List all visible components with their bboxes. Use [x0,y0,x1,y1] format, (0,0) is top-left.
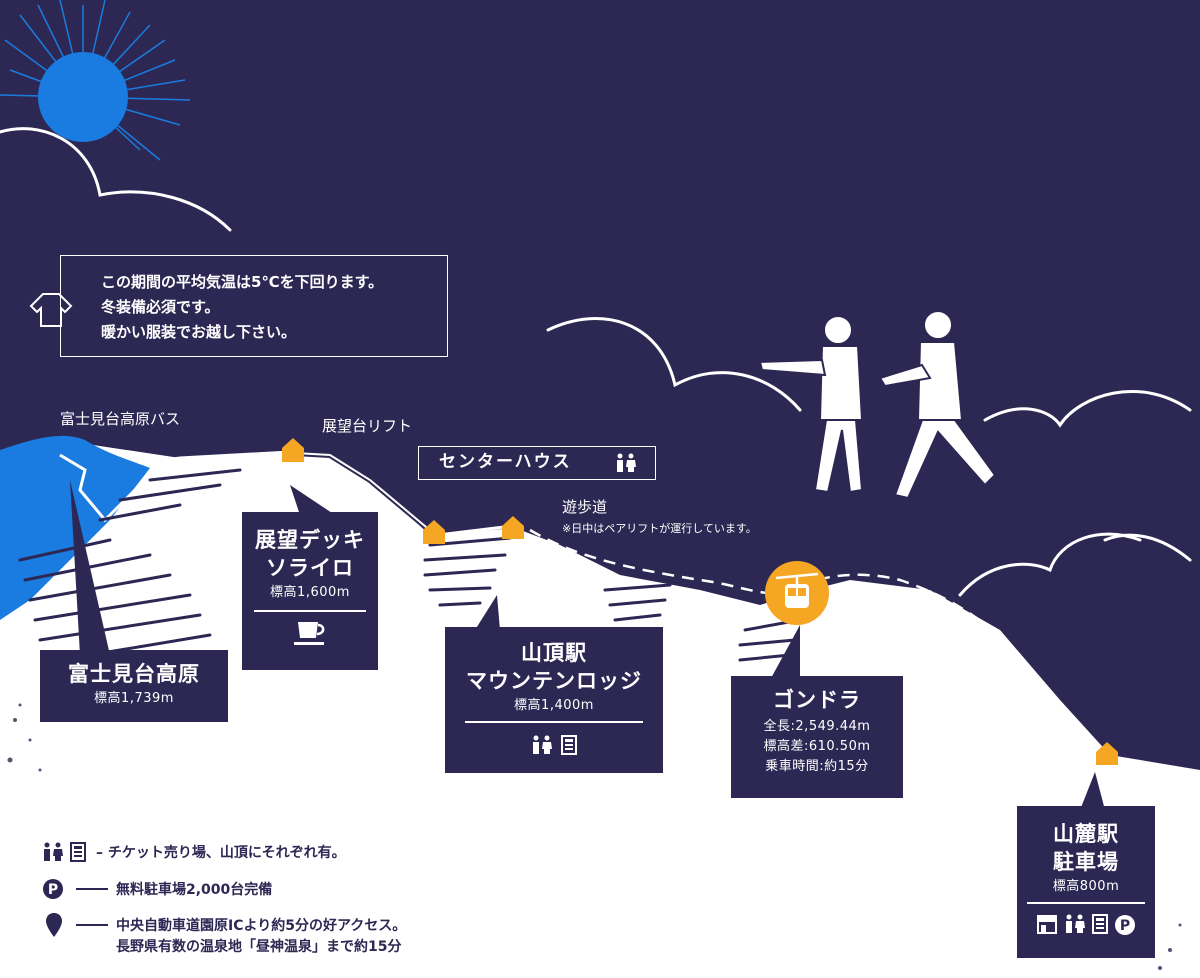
summit-divider [465,721,643,723]
deck-name-2: ソライロ [266,556,354,580]
summit-elevation: 標高1,400m [514,698,594,713]
summit-station-box: 山頂駅 マウンテンロッジ 標高1,400m [445,627,663,773]
legend-text-2: 無料駐車場2,000台完備 [116,882,273,898]
legend-row-facilities: – チケット売り場、山頂にそれぞれ有。 [42,842,346,862]
deck-divider [254,610,366,612]
deck-name-1: 展望デッキ [255,528,365,552]
legend-text-1: – チケット売り場、山頂にそれぞれ有。 [96,845,346,861]
notice-line-3: 暖かい服装でお越し下さい。 [101,323,297,341]
location-pin-icon [46,913,62,937]
parking-letter: P [1120,918,1130,934]
restroom-icon [617,453,636,472]
fujimidai-elevation: 標高1,739m [94,691,174,706]
trail-note: ※日中はペアリフトが運行しています。 [562,522,757,535]
restroom-icon [533,735,552,754]
summit-name-1: 山頂駅 [521,641,587,665]
hikers-illustration [758,310,997,500]
restroom-icon [1066,914,1085,933]
notice-line-2: 冬装備必須です。 [101,298,220,316]
ticket-machine-icon [1092,914,1108,934]
base-divider [1027,902,1145,904]
sun-icon [0,0,191,161]
deck-box: 展望デッキ ソライロ 標高1,600m [242,512,378,670]
parking-icon: P [1115,915,1135,935]
parking-icon: P [43,879,63,899]
legend-row-access: 中央自動車道園原ICより約5分の好アクセス。 [42,912,406,938]
center-house-label: センターハウス [418,446,656,480]
deck-elevation: 標高1,600m [270,585,350,600]
gondola-ride-time: 乗車時間:約15分 [765,759,869,774]
base-elevation: 標高800m [1052,879,1120,894]
legend-parking-letter: P [48,882,58,898]
gondola-name: ゴンドラ [773,688,861,712]
gondola-height-diff: 標高差:610.50m [763,739,871,754]
center-house-name: センターハウス [439,452,572,472]
restroom-icon [44,842,63,861]
base-name-1: 山麓駅 [1053,822,1119,846]
legend-row-parking: P 無料駐車場2,000台完備 [42,878,272,900]
lift-label: 展望台リフト [322,417,413,435]
legend-text-3a: 中央自動車道園原ICより約5分の好アクセス。 [116,918,407,934]
fujimidai-box: 富士見台高原 標高1,739m [40,650,228,722]
gondola-length: 全長:2,549.44m [763,719,871,734]
temperature-notice: この期間の平均気温は5℃を下回ります。 冬装備必須です。 暖かい服装でお越し下さ… [29,255,448,357]
fujimidai-name: 富士見台高原 [68,662,200,686]
bus-label: 富士見台高原バス [60,410,181,428]
legend-text-3b: 長野県有数の温泉地「昼神温泉」まで約15分 [116,939,402,955]
coffee-cup-icon [294,622,325,645]
summit-name-2: マウンテンロッジ [466,669,642,693]
sweater-icon [29,293,73,327]
base-station-box: 山麓駅 駐車場 標高800m P [1017,806,1155,958]
gondola-icon [765,561,829,625]
ticket-machine-icon [561,735,577,755]
shop-icon [1037,915,1057,934]
trail-label: 遊歩道 [562,498,608,516]
base-name-2: 駐車場 [1053,850,1119,874]
gondola-box: ゴンドラ 全長:2,549.44m 標高差:610.50m 乗車時間:約15分 [731,676,903,798]
ticket-machine-icon [70,842,86,862]
notice-line-1: この期間の平均気温は5℃を下回ります。 [101,273,384,291]
